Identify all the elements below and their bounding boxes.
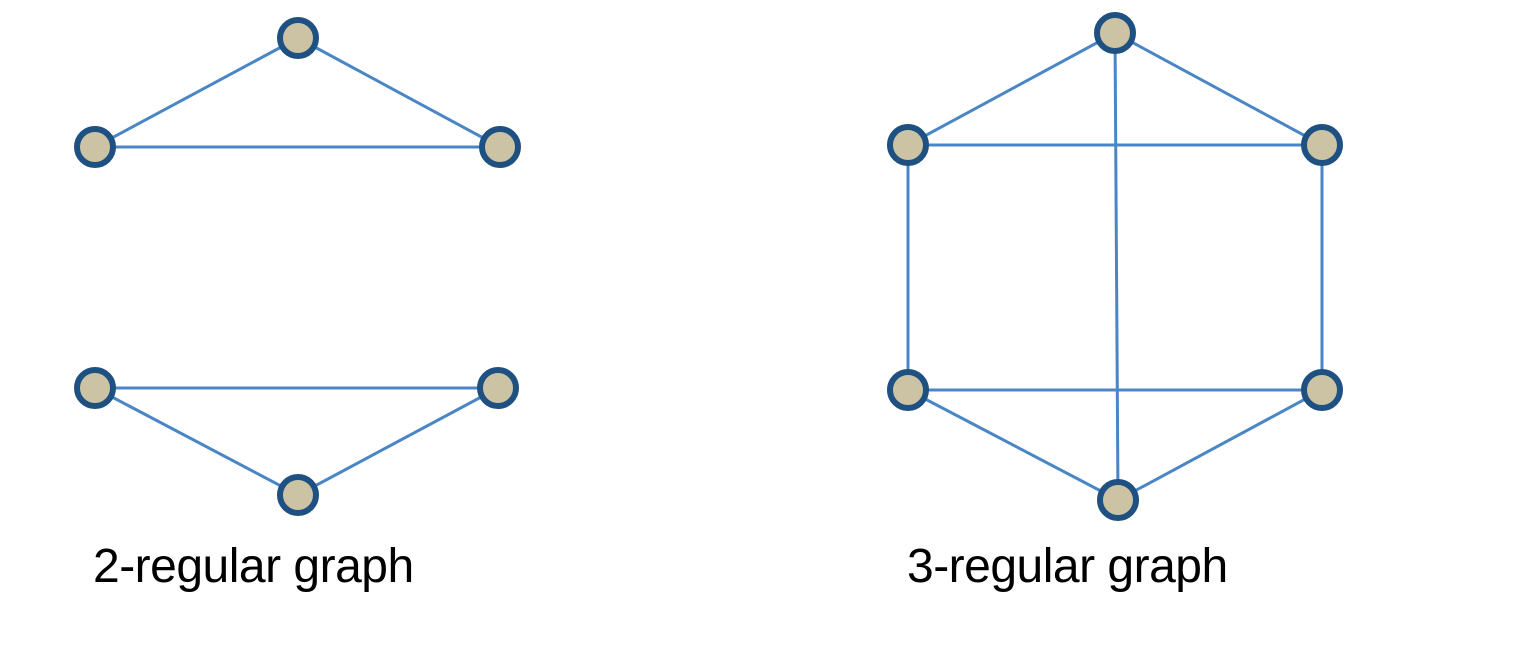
graph-node — [1301, 124, 1343, 166]
graph-edge — [1117, 388, 1323, 502]
caption-2-regular-graph: 2-regular graph — [93, 540, 414, 593]
graph-edge — [1114, 31, 1323, 147]
caption-3-regular-graph: 3-regular graph — [907, 540, 1228, 593]
graph-node — [277, 474, 319, 516]
graph-node — [1097, 479, 1139, 521]
graph-node — [74, 126, 116, 168]
graph-edge — [297, 386, 499, 497]
node-layer — [74, 12, 1343, 521]
graph-node — [1301, 369, 1343, 411]
graph-node — [74, 367, 116, 409]
graph-node — [887, 124, 929, 166]
graph-edge — [297, 36, 501, 149]
graph-edge — [94, 36, 299, 149]
edge-layer — [94, 31, 1324, 502]
graph-edge — [94, 386, 299, 497]
graph-node — [277, 17, 319, 59]
graph-edge — [907, 388, 1119, 502]
graph-node — [479, 126, 521, 168]
graph-node — [1094, 12, 1136, 54]
graph-edge — [907, 31, 1116, 147]
graph-node — [887, 369, 929, 411]
graph-edge — [1113, 32, 1120, 501]
graph-node — [477, 367, 519, 409]
